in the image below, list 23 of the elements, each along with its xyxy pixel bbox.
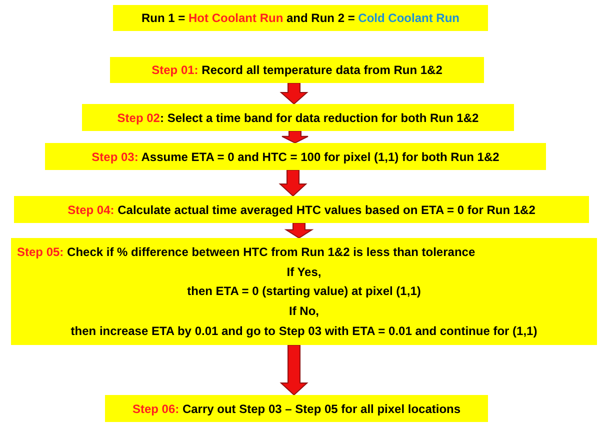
step-text: Step 04: Calculate actual time averaged HTC values based on ETA = 0 for Run 1&2 xyxy=(68,202,536,216)
step-box xyxy=(11,238,597,345)
step-box xyxy=(105,395,488,422)
step-text: Step 01: Record all temperature data from Run 1&2 xyxy=(152,63,442,77)
step-box xyxy=(110,57,484,83)
down-arrow xyxy=(282,130,308,144)
condition-text: then increase ETA by 0.01 and go to Step 03 with ETA = 0.01 and continue for (1,1) xyxy=(70,324,538,338)
condition-text: If Yes, xyxy=(286,264,322,279)
condition-text: If No, xyxy=(289,304,319,318)
down-arrow xyxy=(278,170,308,197)
condition-text: then ETA = 0 (starting value) at pixel (1,1) xyxy=(187,284,421,298)
step-text: Step 05: Check if % difference between HTC from Run 1&2 is less than tolerance xyxy=(17,244,476,259)
step-text: Run 1 = Hot Coolant Run and Run 2 = Cold Coolant Run xyxy=(141,11,460,25)
down-arrow xyxy=(284,222,314,239)
step-box xyxy=(14,196,589,223)
down-arrow xyxy=(280,344,308,396)
down-arrow xyxy=(280,82,308,105)
step-box xyxy=(45,143,546,170)
step-box xyxy=(113,5,488,31)
step-text: Step 06: Carry out Step 03 – Step 05 for all pixel locations xyxy=(132,402,461,416)
step-text: Step 03: Assume ETA = 0 and HTC = 100 for pixel (1,1) for both Run 1&2 xyxy=(92,150,500,164)
step-text: Step 02: Select a time band for data reduction for both Run 1&2 xyxy=(117,110,479,124)
step-box xyxy=(82,104,514,131)
